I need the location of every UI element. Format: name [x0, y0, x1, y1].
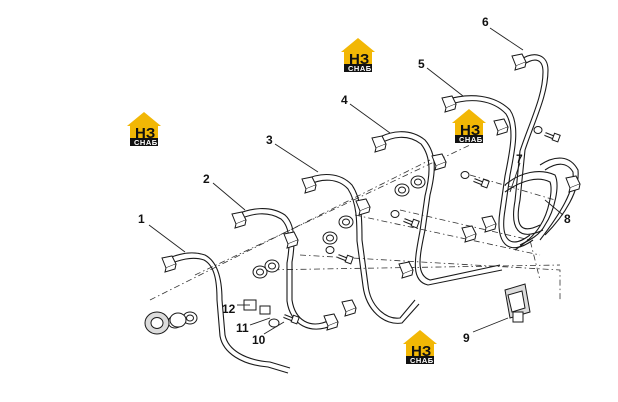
svg-text:СНАБ: СНАБ [134, 138, 158, 147]
svg-text:НЗ: НЗ [349, 51, 369, 68]
watermark-logo: НЗ СНАБ [341, 38, 375, 73]
callout-11: 11 [236, 321, 249, 335]
callout-labels: 1 2 3 4 5 6 7 8 9 10 11 12 [138, 15, 571, 347]
cylinder-head-fittings [167, 175, 426, 329]
fuel-injection-pipes [164, 54, 579, 374]
svg-text:СНАБ: СНАБ [348, 64, 372, 73]
callout-1: 1 [138, 212, 145, 226]
svg-text:НЗ: НЗ [411, 343, 431, 360]
svg-text:СНАБ: СНАБ [459, 135, 483, 144]
callout-4: 4 [341, 93, 348, 107]
sensor-bracket [504, 283, 531, 323]
watermark-logo: НЗ СНАБ [403, 330, 437, 365]
svg-text:СНАБ: СНАБ [410, 356, 434, 365]
watermark-logo: НЗ СНАБ [127, 112, 161, 147]
callout-2: 2 [203, 172, 210, 186]
callout-10: 10 [252, 333, 266, 347]
watermark-logo: НЗ СНАБ [452, 109, 486, 144]
svg-text:НЗ: НЗ [135, 125, 155, 142]
svg-text:НЗ: НЗ [460, 122, 480, 139]
callout-8: 8 [564, 212, 571, 226]
rail-end-connector [144, 311, 187, 335]
clamps-and-bolts [243, 126, 563, 328]
callout-5: 5 [418, 57, 425, 71]
callout-12: 12 [222, 302, 236, 316]
callout-3: 3 [266, 133, 273, 147]
callout-9: 9 [463, 331, 470, 345]
leader-lines [148, 27, 564, 335]
callout-7: 7 [516, 152, 523, 166]
callout-6: 6 [482, 15, 489, 29]
